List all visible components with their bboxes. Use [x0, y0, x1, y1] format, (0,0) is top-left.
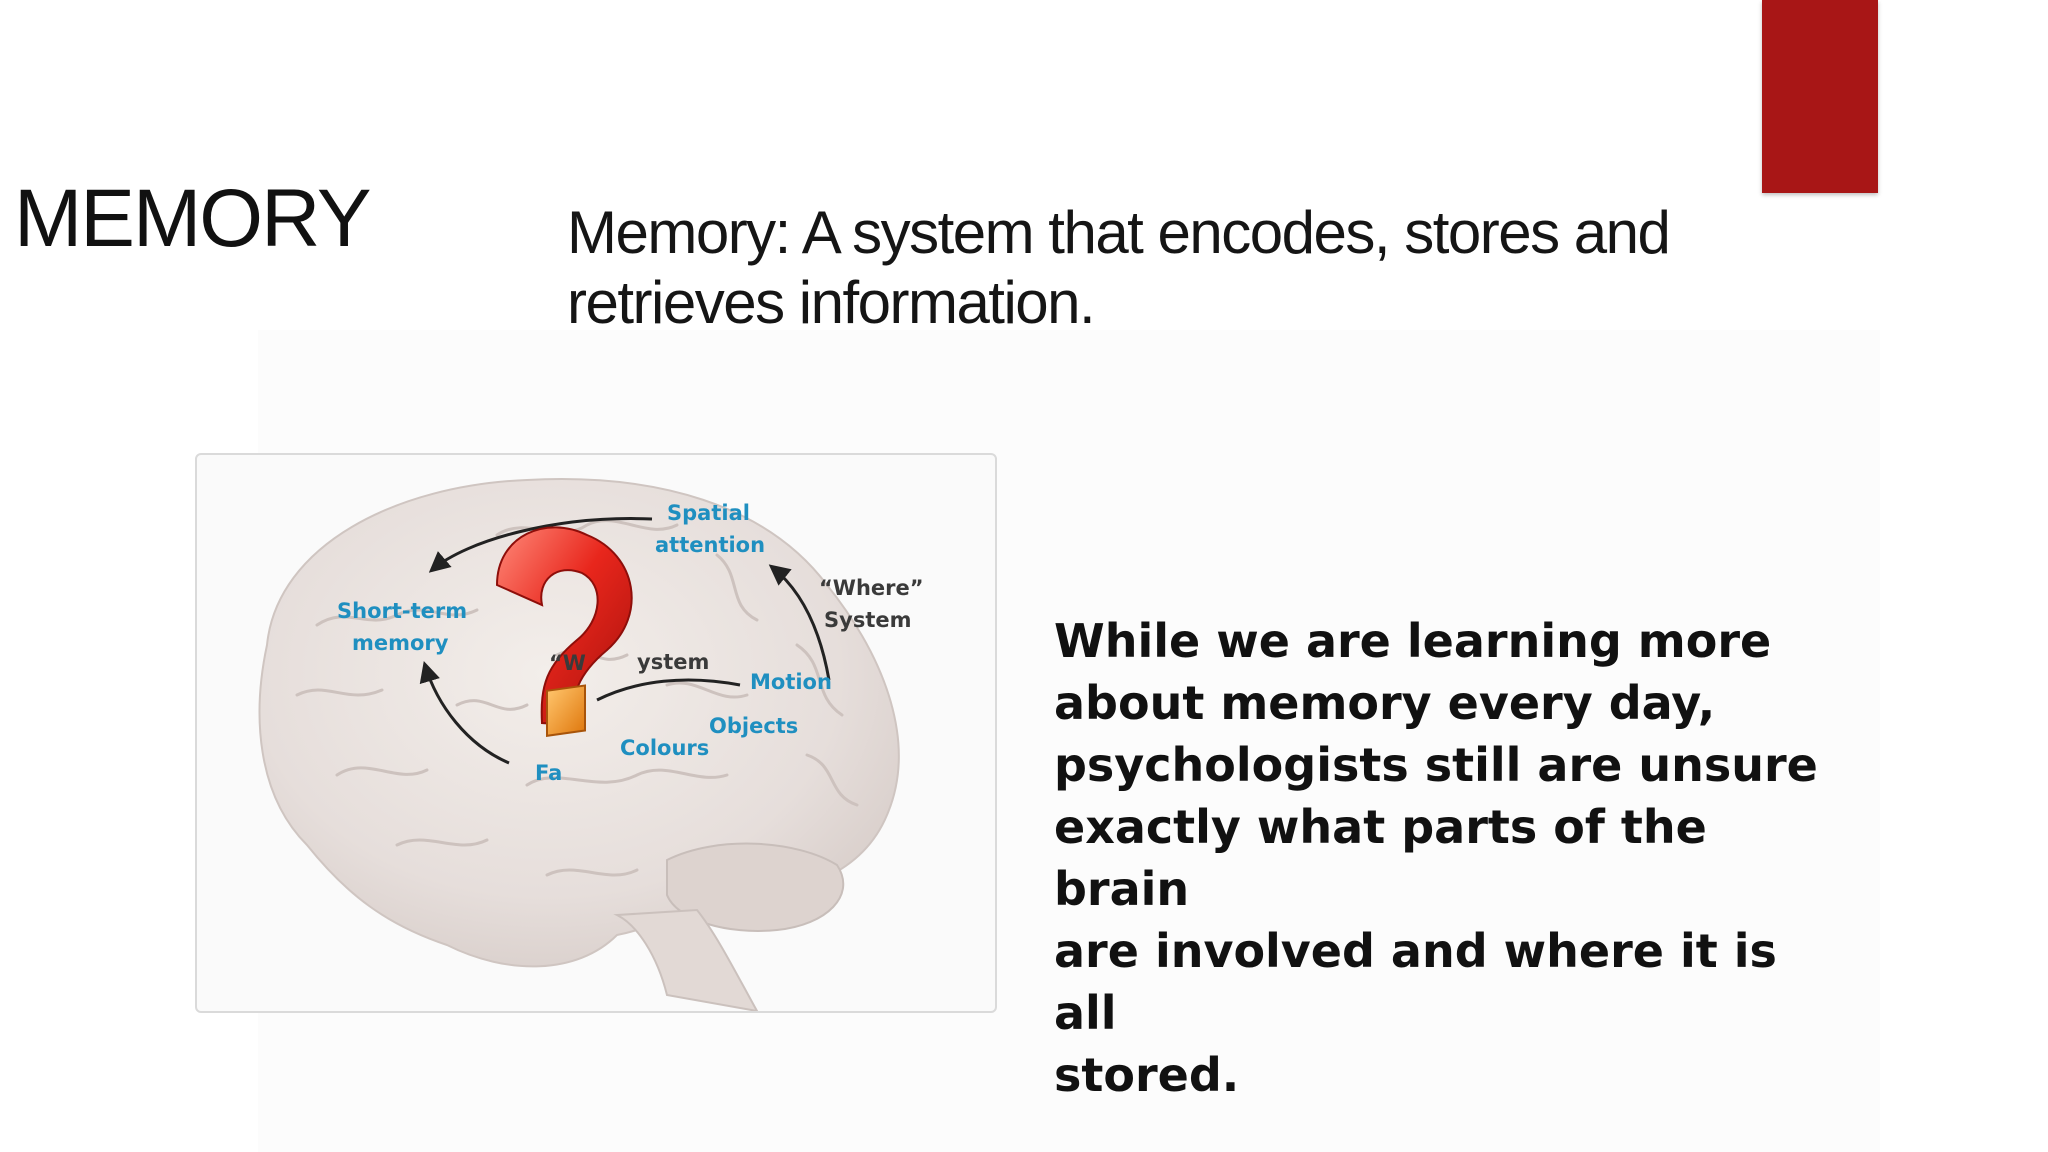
label-short-term-1: Short-term [337, 599, 467, 623]
body-line: psychologists still are unsure [1054, 738, 1818, 792]
body-paragraph: While we are learning more about memory … [1054, 610, 1824, 1106]
body-line: stored. [1054, 1048, 1240, 1102]
brain-figure: Spatial attention “Where” System Short-t… [195, 453, 997, 1013]
label-faces: Fa [535, 761, 562, 785]
label-what-left: “W [549, 651, 586, 675]
label-short-term-2: memory [352, 631, 449, 655]
arrow-to-short-term [428, 517, 653, 573]
accent-bar [1762, 0, 1878, 193]
label-objects: Objects [709, 714, 798, 738]
label-what-right: ystem [637, 650, 709, 674]
label-motion: Motion [750, 670, 832, 694]
definition-line-2: retrieves information. [567, 269, 1096, 336]
memory-definition: Memory: A system that encodes, stores an… [567, 198, 1767, 338]
label-spatial-2: attention [655, 533, 765, 557]
body-line: While we are learning more [1054, 614, 1772, 668]
arrow-motion [596, 678, 741, 702]
label-where-2: System [824, 608, 911, 632]
arrow-to-spatial [768, 564, 831, 681]
question-mark-icon [495, 526, 633, 737]
arrows [419, 517, 831, 765]
label-colours: Colours [620, 736, 709, 760]
definition-line-1: Memory: A system that encodes, stores an… [567, 199, 1671, 266]
label-where-1: “Where” [819, 576, 924, 600]
body-line: exactly what parts of the brain [1054, 800, 1707, 916]
brain-illustration: Spatial attention “Where” System Short-t… [258, 478, 924, 1011]
body-line: are involved and where it is all [1054, 924, 1777, 1040]
slide-title: MEMORY [14, 173, 372, 264]
label-spatial-1: Spatial [667, 501, 750, 525]
body-line: about memory every day, [1054, 676, 1716, 730]
arrow-to-memory [419, 660, 510, 765]
